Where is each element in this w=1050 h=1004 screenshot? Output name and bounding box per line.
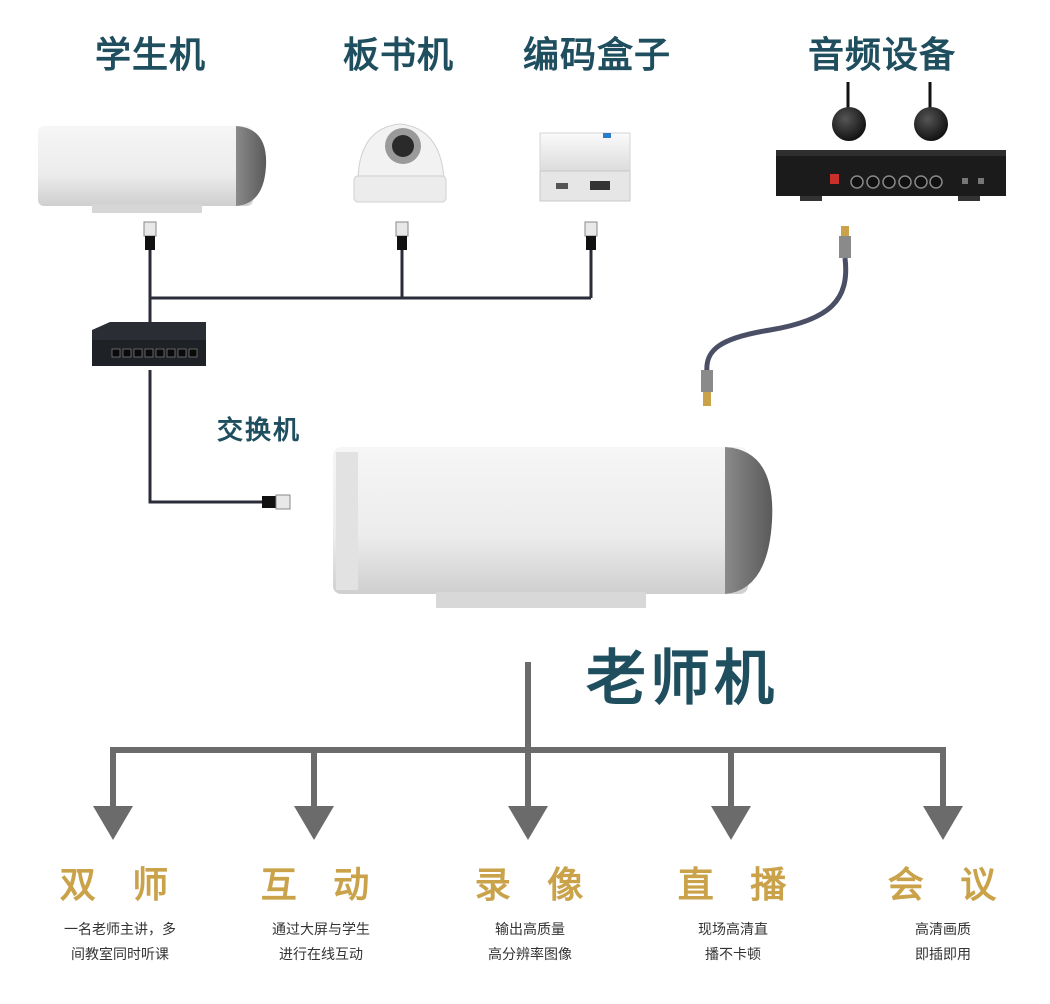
teacher-camera-title: 老师机 bbox=[586, 644, 778, 714]
student-camera bbox=[38, 126, 267, 213]
arrow-head-4 bbox=[711, 806, 751, 840]
feature-desc-live: 现场高清直 播不卡顿 bbox=[633, 918, 833, 968]
feature-desc-line: 输出高质量 bbox=[495, 922, 565, 938]
teacher-camera bbox=[333, 447, 773, 608]
feature-desc-interaction: 通过大屏与学生 进行在线互动 bbox=[221, 918, 421, 968]
feature-title-interaction: 互 动 bbox=[260, 865, 382, 906]
network-switch bbox=[92, 322, 206, 366]
arrow-head-5 bbox=[923, 806, 963, 840]
rj45-plug-student bbox=[143, 221, 157, 250]
feature-desc-line: 进行在线互动 bbox=[279, 947, 363, 963]
feature-desc-line: 间教室同时听课 bbox=[71, 947, 169, 963]
rj45-plug-board bbox=[395, 221, 409, 250]
student-camera-title: 学生机 bbox=[95, 35, 207, 76]
feature-desc-line: 通过大屏与学生 bbox=[272, 922, 370, 938]
arrow-head-1 bbox=[93, 806, 133, 840]
feature-desc-recording: 输出高质量 高分辨率图像 bbox=[430, 918, 630, 968]
board-camera bbox=[353, 123, 447, 203]
board-camera-title: 板书机 bbox=[343, 35, 455, 76]
encoder-box bbox=[539, 132, 631, 202]
feature-desc-line: 一名老师主讲，多 bbox=[64, 922, 176, 938]
arrow-head-2 bbox=[294, 806, 334, 840]
network-cables bbox=[148, 250, 593, 504]
feature-title-recording: 录 像 bbox=[474, 865, 596, 906]
arrow-head-3 bbox=[508, 806, 548, 840]
encoder-box-title: 编码盒子 bbox=[523, 35, 672, 76]
feature-desc-line: 播不卡顿 bbox=[705, 947, 761, 963]
feature-title-live: 直 播 bbox=[677, 865, 799, 906]
distribution-tree bbox=[110, 662, 946, 808]
feature-desc-line: 高清画质 bbox=[915, 922, 971, 938]
feature-desc-line: 现场高清直 bbox=[698, 922, 768, 938]
feature-desc-line: 即插即用 bbox=[915, 947, 971, 963]
audio-device bbox=[776, 82, 1006, 201]
audio-cable bbox=[701, 226, 851, 406]
feature-title-dual-teacher: 双 师 bbox=[59, 865, 181, 906]
switch-label: 交换机 bbox=[217, 416, 302, 446]
feature-desc-line: 高分辨率图像 bbox=[488, 947, 572, 963]
rj45-plug-encoder bbox=[584, 221, 598, 250]
feature-desc-dual-teacher: 一名老师主讲，多 间教室同时听课 bbox=[20, 918, 220, 968]
feature-desc-meeting: 高清画质 即插即用 bbox=[843, 918, 1043, 968]
feature-title-meeting: 会 议 bbox=[887, 865, 1009, 906]
rj45-plug-teacher bbox=[262, 494, 291, 510]
audio-device-title: 音频设备 bbox=[808, 35, 957, 76]
